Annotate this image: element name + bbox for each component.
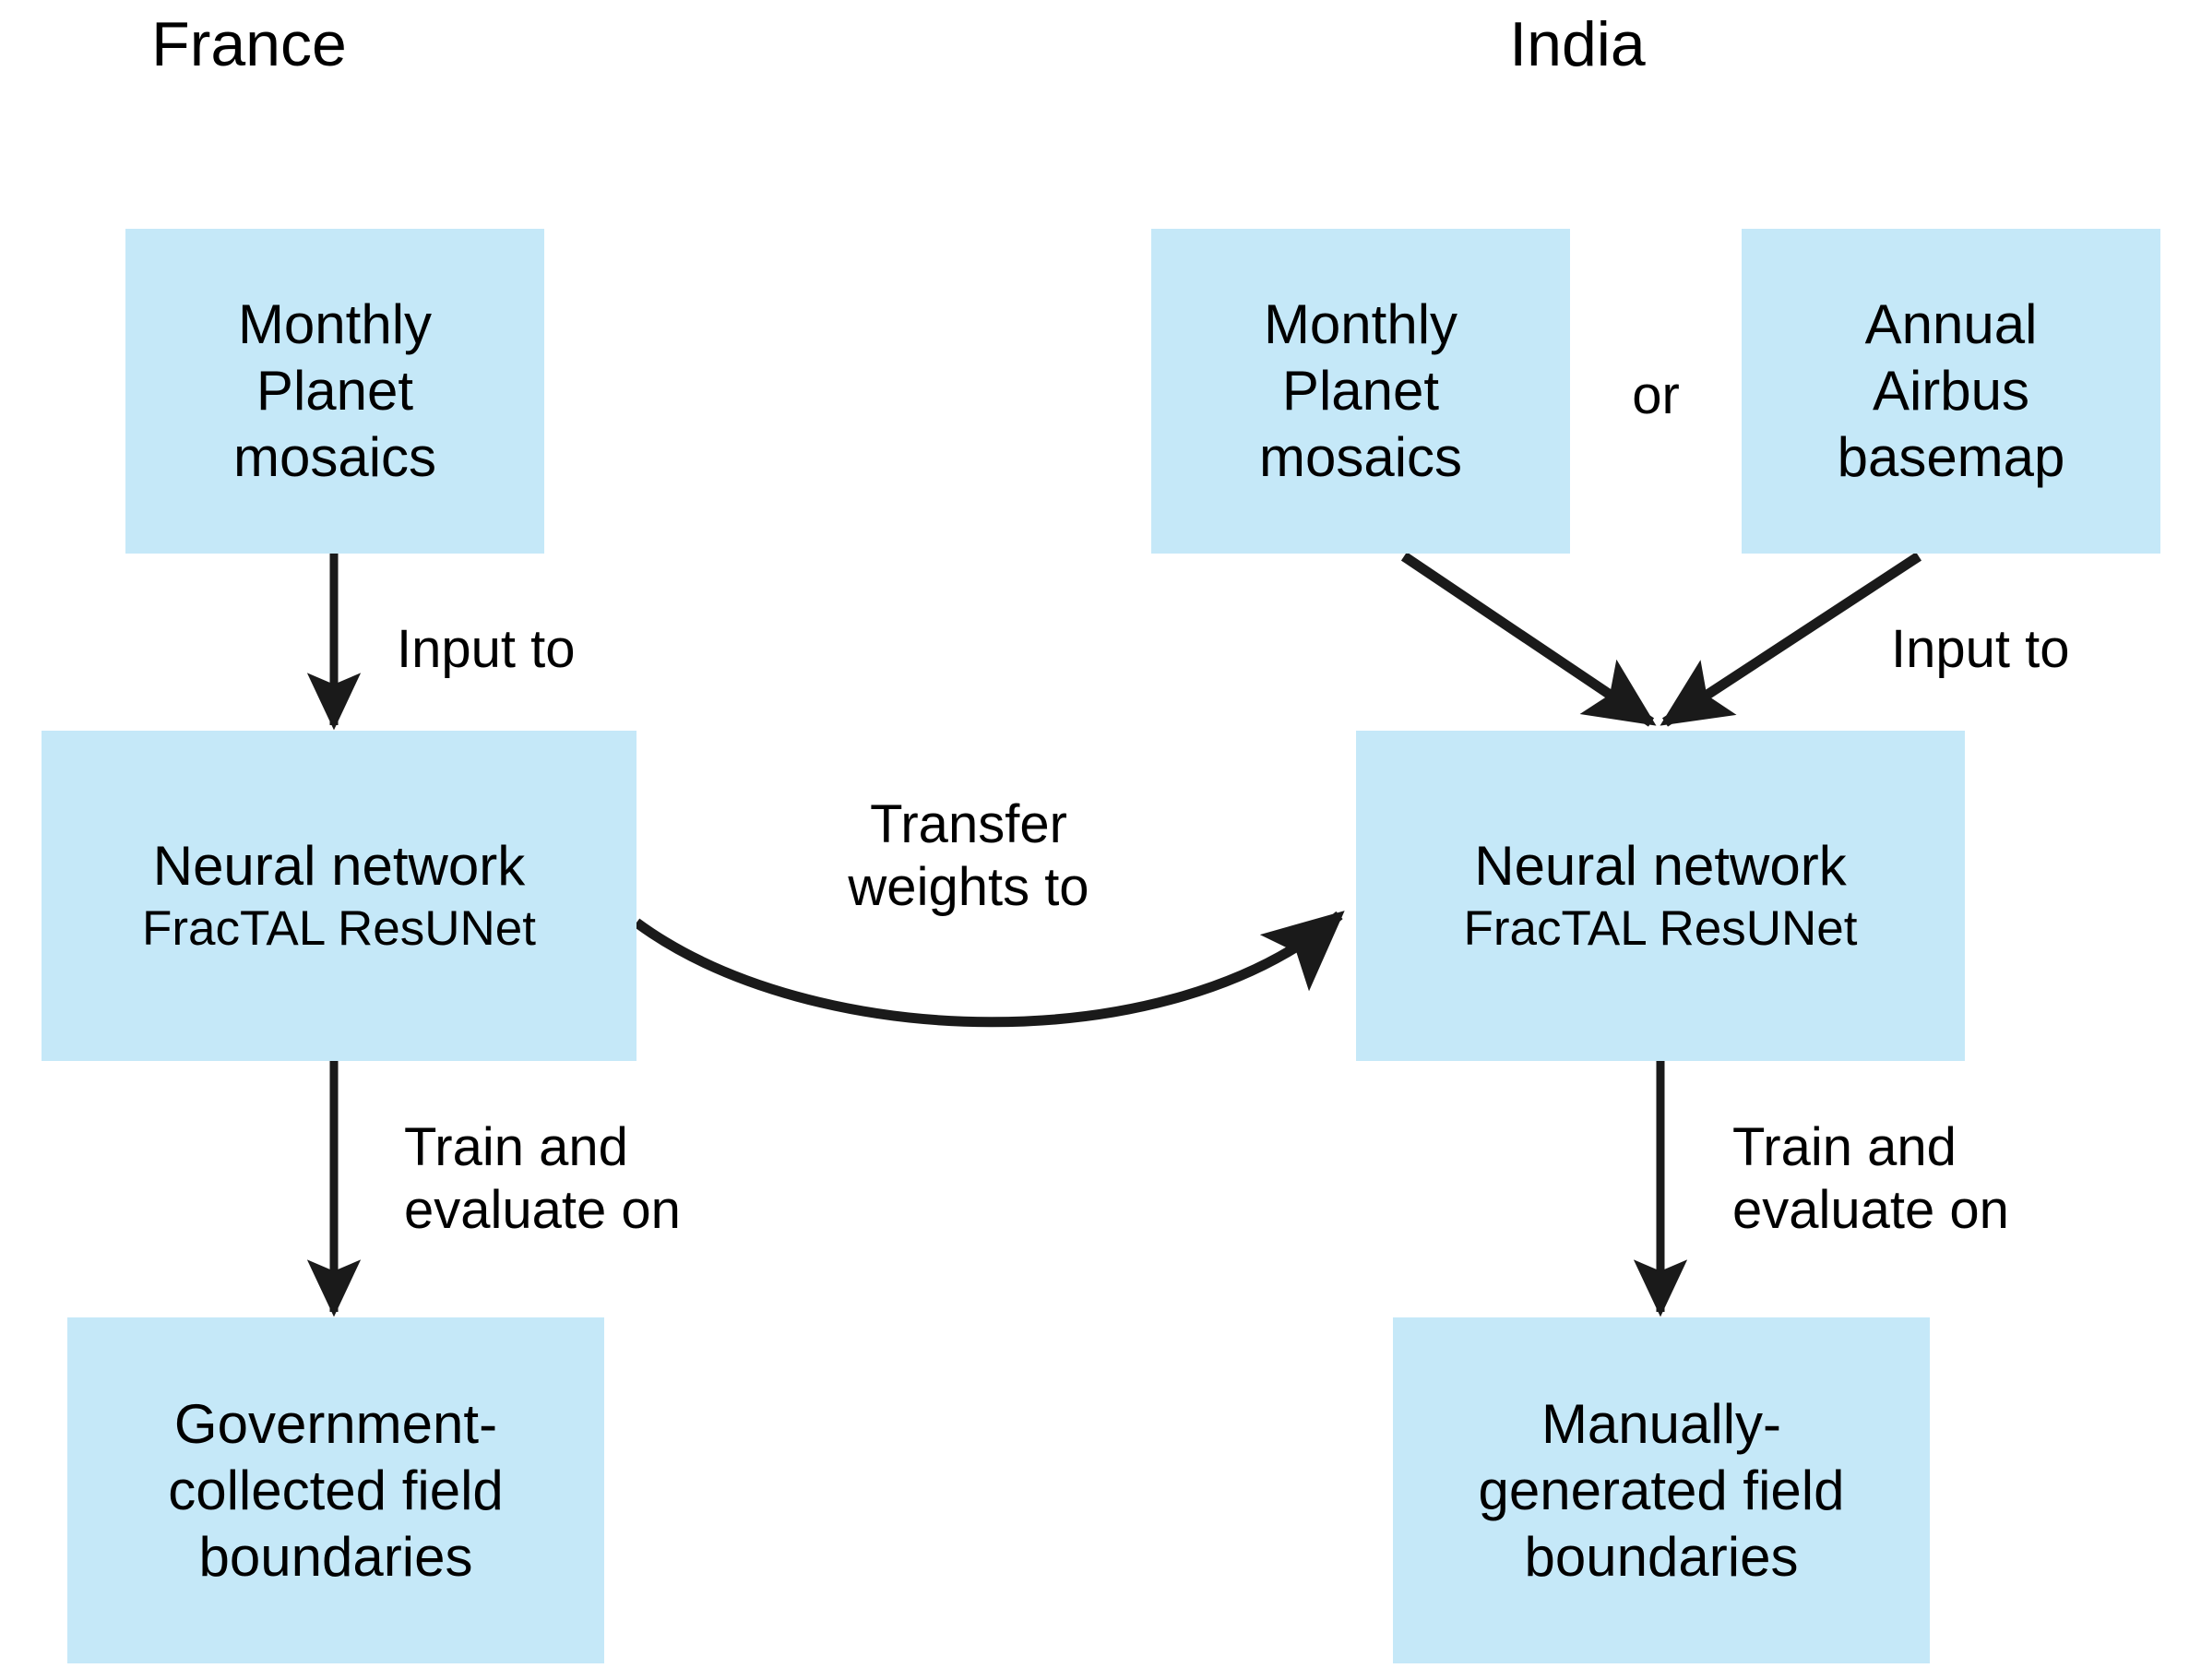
column-title-india: India	[1509, 9, 1646, 79]
node-france-labels-line1: Government-	[173, 1392, 498, 1455]
edge-label-france-train-eval: Train and evaluate on	[404, 1117, 681, 1240]
node-france-model-line2: FracTAL ResUNet	[141, 901, 537, 957]
node-india-labels-line2: generated field	[1478, 1459, 1845, 1521]
edge-label-india-input-to: Input to	[1891, 619, 2070, 679]
node-france-imagery-line3: mosaics	[232, 426, 437, 488]
node-india-imagery-alt-line1: Annual	[1864, 293, 2038, 355]
node-france-labels-line2: collected field	[168, 1459, 504, 1521]
node-india-imagery-alt-line2: Airbus	[1872, 360, 2030, 422]
node-france-imagery[interactable]: Monthly Planet mosaics	[125, 229, 544, 554]
edge-label-india-train-eval: Train and evaluate on	[1732, 1117, 2009, 1240]
arrow-transfer-weights	[633, 911, 1345, 1028]
edge-label-transfer-weights: Transfer weights to	[848, 794, 1089, 917]
node-india-imagery-alt-line3: basemap	[1837, 426, 2065, 488]
node-india-imagery-line1: Monthly	[1263, 293, 1458, 355]
column-title-france: France	[151, 9, 347, 79]
edge-label-france-input-to: Input to	[397, 619, 576, 679]
node-france-model-line1: Neural network	[152, 835, 526, 898]
node-france-labels-line3: boundaries	[198, 1525, 473, 1588]
node-france-imagery-line2: Planet	[256, 360, 414, 422]
arrow-india-airbus-to-model	[1660, 552, 1922, 727]
arrow-india-planet-to-model	[1400, 552, 1657, 727]
node-india-model-line1: Neural network	[1474, 835, 1847, 898]
node-india-model[interactable]: Neural network FracTAL ResUNet	[1356, 731, 1965, 1061]
node-france-labels[interactable]: Government- collected field boundaries	[67, 1317, 604, 1663]
node-france-imagery-line1: Monthly	[237, 293, 433, 355]
node-india-imagery-line3: mosaics	[1258, 426, 1463, 488]
node-india-model-line2: FracTAL ResUNet	[1463, 901, 1858, 957]
node-india-labels[interactable]: Manually- generated field boundaries	[1393, 1317, 1930, 1663]
node-india-imagery[interactable]: Monthly Planet mosaics	[1151, 229, 1570, 554]
node-india-labels-line1: Manually-	[1541, 1392, 1782, 1455]
or-label: or	[1632, 365, 1680, 425]
node-india-imagery-alt[interactable]: Annual Airbus basemap	[1742, 229, 2160, 554]
node-india-imagery-line2: Planet	[1281, 360, 1440, 422]
node-france-model[interactable]: Neural network FracTAL ResUNet	[42, 731, 637, 1061]
node-india-labels-line3: boundaries	[1524, 1525, 1799, 1588]
